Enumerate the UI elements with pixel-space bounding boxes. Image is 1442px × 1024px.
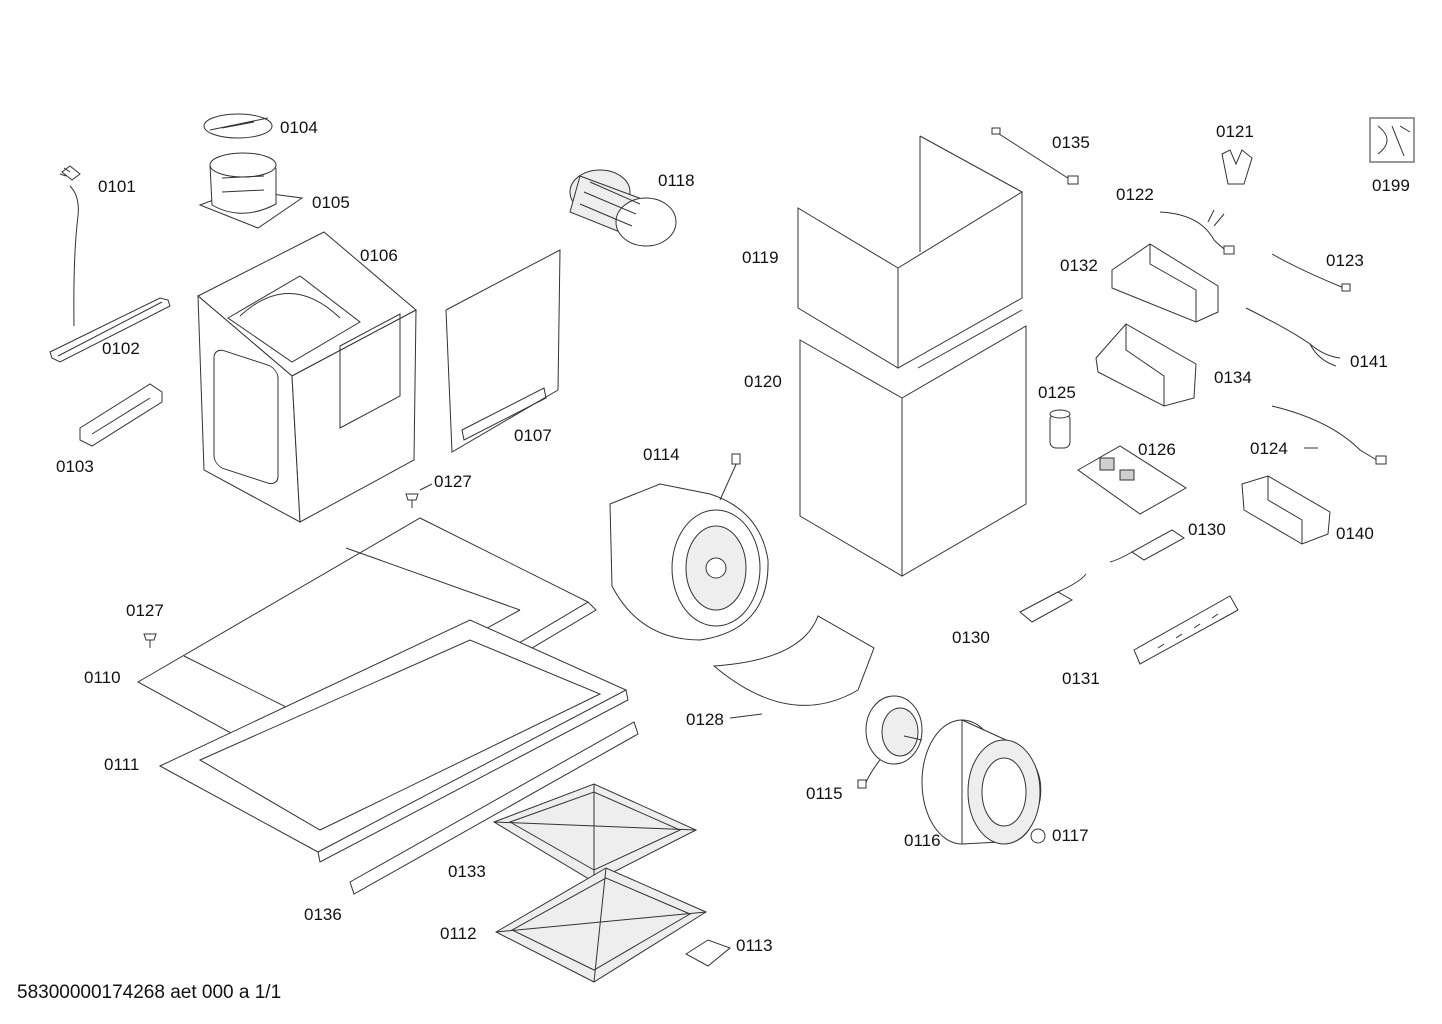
label-0130-b: 0130: [952, 628, 990, 647]
label-0127-a: 0127: [434, 472, 472, 491]
duct-collar-0105: [198, 152, 304, 229]
scroll-cover-0128: [712, 615, 875, 706]
label-0103: 0103: [56, 457, 94, 476]
label-0112: 0112: [440, 924, 477, 943]
blower-housing-0114: [609, 453, 769, 641]
cover-0132: [1111, 243, 1219, 323]
flexible-duct-0118: [569, 169, 677, 247]
tray-0111: [158, 619, 629, 863]
label-0125: 0125: [1038, 383, 1076, 402]
label-0115: 0115: [806, 784, 843, 803]
bracket-0103: [79, 383, 163, 447]
label-0111: 0111: [104, 755, 140, 774]
screw-0127: [143, 493, 419, 648]
main-housing-0106: [197, 231, 417, 523]
cable-0123: [1271, 253, 1351, 292]
label-0134: 0134: [1214, 368, 1252, 387]
side-panel-0107: [445, 249, 561, 453]
label-0124: 0124: [1250, 439, 1288, 458]
label-0113: 0113: [736, 936, 773, 955]
label-0136: 0136: [304, 905, 342, 924]
harness-0122: [1159, 209, 1235, 255]
label-0107: 0107: [514, 426, 552, 445]
fan-wheel-icon: [921, 719, 1042, 845]
label-0122: 0122: [1116, 185, 1154, 204]
cable-0135: [991, 127, 1079, 185]
label-0117: 0117: [1052, 826, 1089, 845]
nut-0117: [1030, 828, 1046, 844]
label-0116: 0116: [904, 831, 941, 850]
label-0120: 0120: [744, 372, 782, 391]
control-board-0131: [1133, 595, 1239, 665]
label-0105: 0105: [312, 193, 350, 212]
lower-chimney-0120: [799, 309, 1027, 577]
label-0101: 0101: [98, 177, 136, 196]
label-0102: 0102: [102, 339, 140, 358]
label-0110: 0110: [84, 668, 121, 687]
label-0140: 0140: [1336, 524, 1374, 543]
label-0114: 0114: [643, 445, 680, 464]
label-0119: 0119: [742, 248, 779, 267]
label-0121: 0121: [1216, 122, 1254, 141]
label-0132: 0132: [1060, 256, 1098, 275]
label-0127-b: 0127: [126, 601, 164, 620]
strip-0136: [349, 721, 639, 895]
label-0106: 0106: [360, 246, 398, 265]
label-0104: 0104: [280, 118, 318, 137]
grease-filter-0112: [494, 867, 708, 983]
label-0133: 0133: [448, 862, 486, 881]
cable-0141: [1245, 307, 1341, 367]
grease-filter-0133: [492, 783, 698, 883]
box-0134: [1095, 323, 1197, 407]
leader-lines: [419, 447, 1318, 719]
label-0131: 0131: [1062, 669, 1100, 688]
label-0128: 0128: [686, 710, 724, 729]
upper-chimney-0119: [797, 135, 1023, 369]
label-0130-a: 0130: [1188, 520, 1226, 539]
module-0130: [1019, 529, 1185, 623]
label-0123: 0123: [1326, 251, 1364, 270]
label-0135: 0135: [1052, 133, 1090, 152]
label-0199: 0199: [1372, 176, 1410, 195]
label-0126: 0126: [1138, 440, 1176, 459]
light-cover-0113: [685, 939, 731, 967]
wrench-tool-icon: [1369, 117, 1415, 163]
bracket-0102: [49, 297, 171, 363]
power-cord-icon: [59, 165, 81, 327]
bracket-0140: [1241, 475, 1331, 545]
clip-0121: [1221, 149, 1253, 185]
label-0141: 0141: [1350, 352, 1388, 371]
motor-icon: [857, 695, 923, 789]
circuit-board-0126: [1077, 445, 1187, 515]
label-0118: 0118: [658, 171, 695, 190]
capacitor-0125: [1049, 409, 1071, 449]
flap-ring-0104: [203, 113, 273, 139]
document-footer: 58300000174268 aet 000 a 1/1: [17, 982, 282, 1003]
cable-0124: [1271, 405, 1387, 465]
